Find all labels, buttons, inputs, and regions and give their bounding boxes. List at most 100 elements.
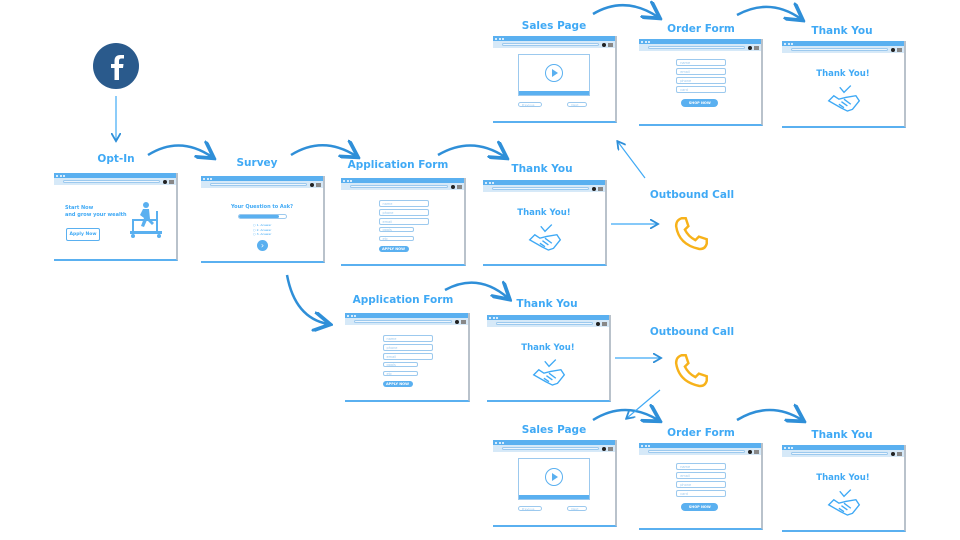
form-field-card[interactable]: card <box>676 490 726 497</box>
arrow-sales2-order2 <box>592 410 658 420</box>
address-bar[interactable] <box>648 46 745 49</box>
form-field-email[interactable]: email <box>676 472 726 479</box>
menu-icon[interactable] <box>457 184 462 189</box>
menu-icon[interactable] <box>608 446 613 451</box>
play-icon[interactable] <box>544 468 563 486</box>
address-bar[interactable] <box>492 187 589 190</box>
apply-now-button[interactable]: Apply Now <box>66 228 100 241</box>
form-field-etc[interactable]: etc <box>382 371 418 376</box>
phone-icon[interactable] <box>670 350 712 392</box>
address-bar[interactable] <box>791 48 888 51</box>
menu-icon[interactable] <box>602 321 607 326</box>
radio-button[interactable]: ○ <box>253 227 257 232</box>
form-field-name[interactable]: name <box>676 463 726 470</box>
window-dot <box>210 177 212 180</box>
video-progress-bar[interactable] <box>518 91 589 95</box>
address-bar[interactable] <box>63 180 160 183</box>
menu-icon[interactable] <box>169 179 174 184</box>
video-progress-bar[interactable] <box>518 495 589 499</box>
window-titlebar <box>341 178 464 183</box>
thank-you-message: Thank You! <box>517 208 571 218</box>
form-field-name[interactable]: name <box>382 335 433 342</box>
menu-icon[interactable] <box>897 451 902 456</box>
address-bar[interactable] <box>502 447 599 450</box>
form-field-etc[interactable]: etc <box>378 236 414 241</box>
profile-icon <box>748 449 752 454</box>
address-bar[interactable] <box>350 185 448 188</box>
form-field-card[interactable]: card <box>676 86 726 93</box>
answer-option[interactable]: ○ 3. Answer <box>253 232 271 236</box>
window-content: Thank You! <box>782 457 904 530</box>
window-titlebar <box>493 36 615 41</box>
answer-option[interactable]: ○ 2. Answer <box>253 228 271 232</box>
progress-bar <box>238 214 287 219</box>
menu-icon[interactable] <box>461 319 466 324</box>
window-dot <box>492 181 494 184</box>
form-field-email[interactable]: email <box>382 353 433 360</box>
address-bar[interactable] <box>502 43 599 46</box>
address-bar[interactable] <box>354 320 452 323</box>
handshake-check-icon <box>532 359 566 389</box>
address-bar[interactable] <box>791 452 888 455</box>
progress-fill <box>239 215 279 218</box>
answer-label: 2. Answer <box>256 227 272 232</box>
phone-icon[interactable] <box>670 213 712 255</box>
shop-now-button[interactable]: SHOP NOW <box>681 99 719 107</box>
form-field-goals[interactable]: goals <box>382 362 418 367</box>
video-player[interactable] <box>517 54 590 96</box>
next-button[interactable]: Next <box>567 506 588 511</box>
menu-icon[interactable] <box>754 449 759 454</box>
apply-now-button[interactable]: APPLY NOW <box>382 381 413 387</box>
form-field-phone[interactable]: phone <box>676 481 726 488</box>
form-field-email[interactable]: email <box>378 218 429 225</box>
menu-icon[interactable] <box>316 182 321 187</box>
browser-toolbar <box>639 448 761 455</box>
arrow-order2-thankyou2 <box>736 410 802 420</box>
window-dot <box>495 37 497 40</box>
radio-button[interactable]: ○ <box>253 223 257 227</box>
apply-now-button[interactable]: APPLY NOW <box>378 246 409 252</box>
menu-icon[interactable] <box>598 186 603 191</box>
window-dot <box>350 314 353 317</box>
next-arrow-button[interactable]: › <box>257 240 268 251</box>
window-dot <box>485 181 487 184</box>
previous-button[interactable]: Previous <box>517 506 542 511</box>
step-label: Thank You <box>811 429 873 441</box>
previous-button[interactable]: Previous <box>517 102 542 107</box>
thank-you-message: Thank You! <box>521 343 575 353</box>
menu-icon[interactable] <box>897 47 902 52</box>
step-label: Application Form <box>347 159 449 171</box>
answer-option[interactable]: ○ 1. Answer <box>253 223 271 227</box>
form-field-phone[interactable]: phone <box>378 209 429 216</box>
next-button[interactable]: Next <box>567 102 588 107</box>
radio-button[interactable]: ○ <box>253 232 257 236</box>
window-dot <box>648 40 650 43</box>
survey-question: Your Question to Ask? <box>230 204 294 210</box>
handshake-check-icon <box>528 224 562 254</box>
video-player[interactable] <box>517 458 590 500</box>
form-field-name[interactable]: name <box>378 200 429 207</box>
window-dot <box>644 40 647 43</box>
form-field-name[interactable]: name <box>676 59 726 66</box>
window-dot <box>495 441 497 444</box>
profile-icon <box>748 45 752 50</box>
form-field-phone[interactable]: phone <box>382 344 433 351</box>
menu-icon[interactable] <box>608 42 613 47</box>
thank-you-message: Thank You! <box>816 473 870 483</box>
menu-icon[interactable] <box>754 45 759 50</box>
form-field-email[interactable]: email <box>676 68 726 75</box>
browser-toolbar <box>54 178 176 185</box>
address-bar[interactable] <box>210 183 307 186</box>
form-field-phone[interactable]: phone <box>676 77 726 84</box>
form-field-goals[interactable]: goals <box>378 227 414 232</box>
address-bar[interactable] <box>496 322 593 325</box>
shop-now-button[interactable]: SHOP NOW <box>681 503 719 511</box>
address-bar[interactable] <box>648 450 745 453</box>
arrow-call2-salespage2 <box>627 389 661 418</box>
survey-page-window: Your Question to Ask?○ 1. Answer○ 2. Ans… <box>201 176 325 263</box>
window-titlebar <box>487 315 609 320</box>
play-icon[interactable] <box>544 64 563 82</box>
